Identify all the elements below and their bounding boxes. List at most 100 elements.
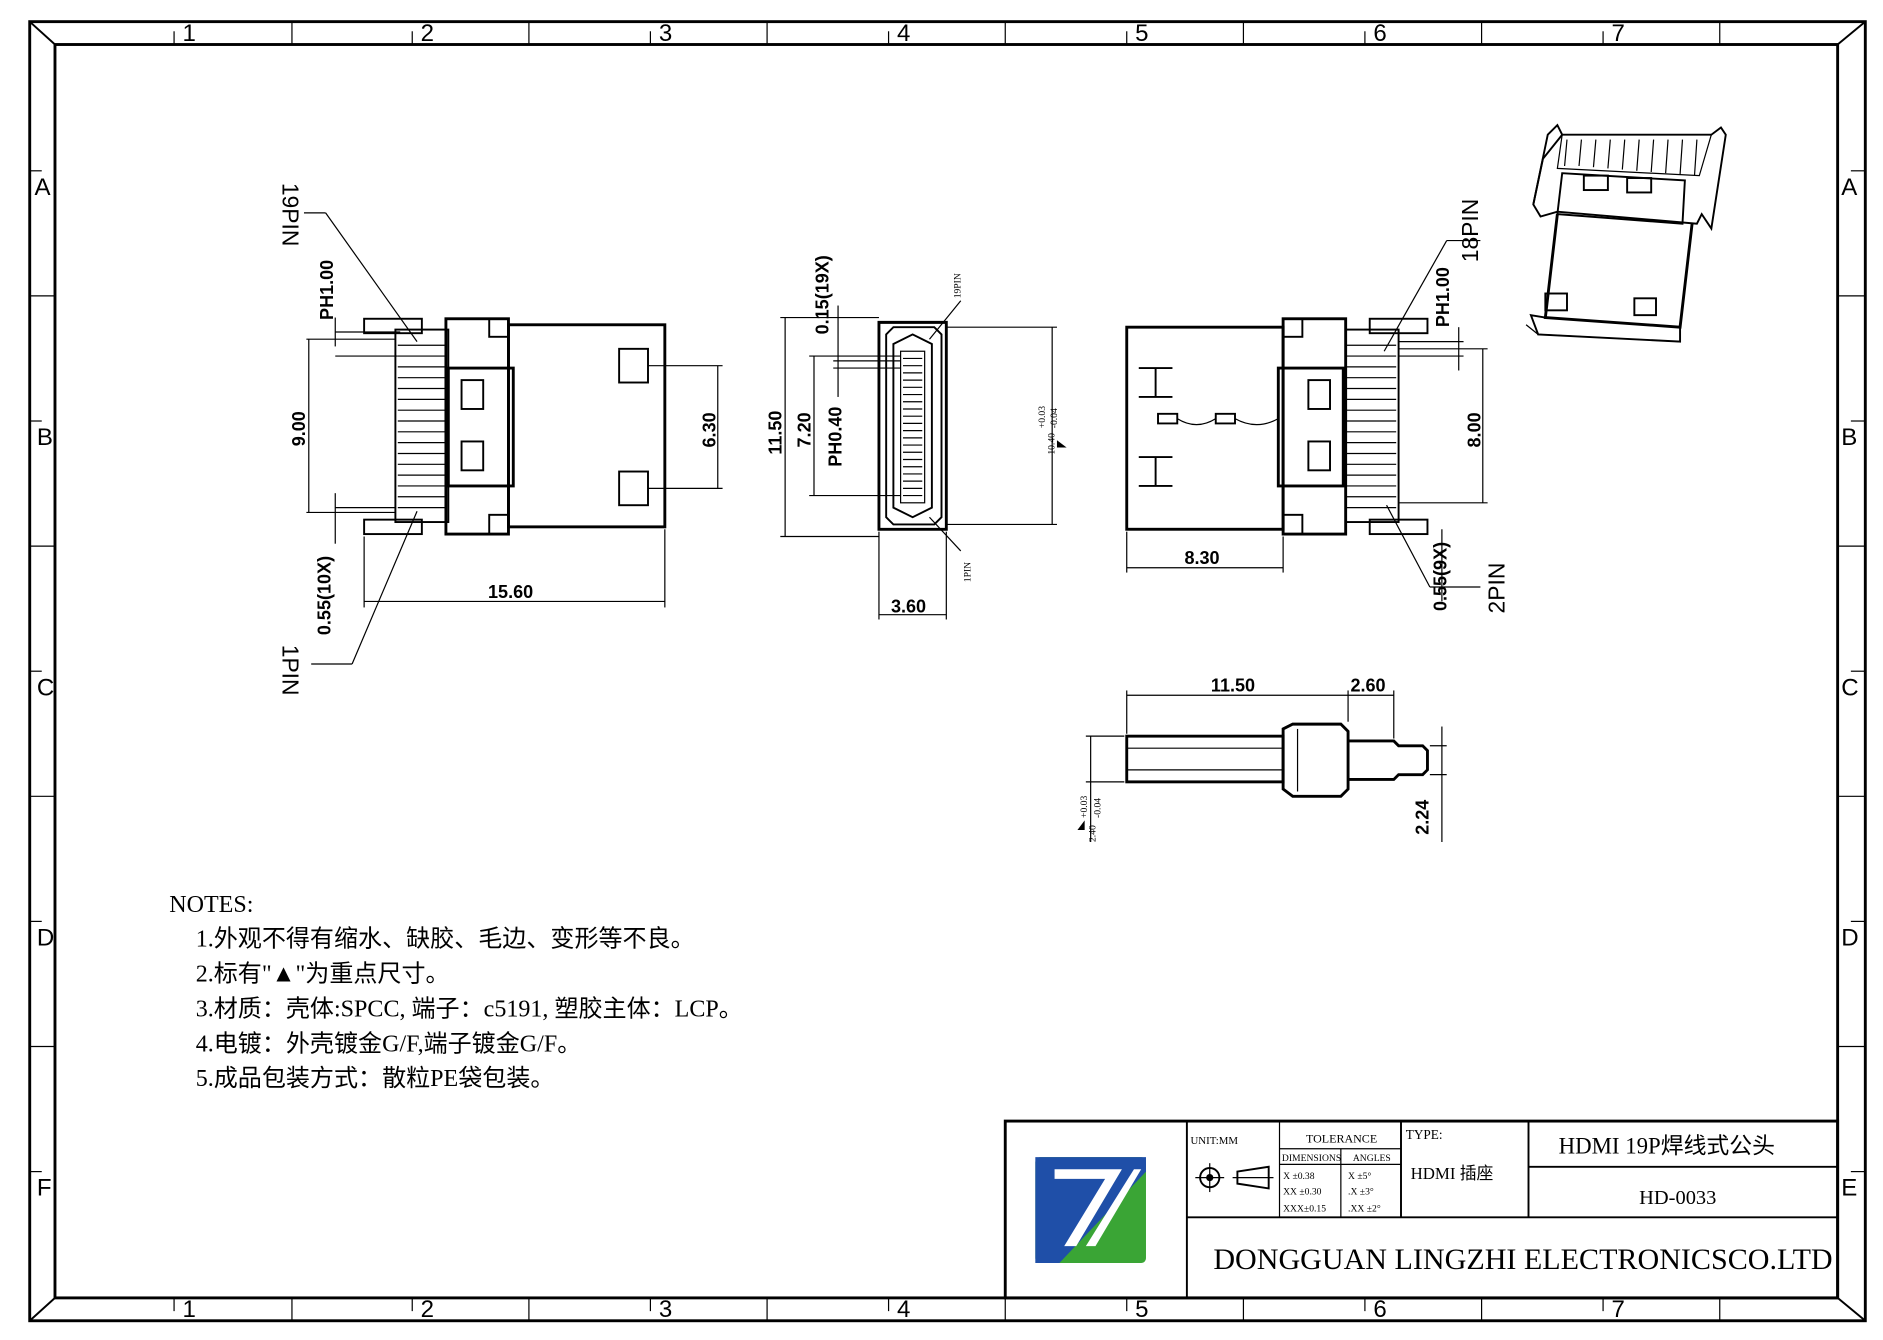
zone-col-6-bottom: 6 <box>1373 1296 1386 1323</box>
angles-label: ANGLES <box>1353 1153 1391 1164</box>
zone-row-d-right: D <box>1841 924 1858 951</box>
back-view: 18PIN 2PIN PH1.00 8.00 8.30 0.55(9X) <box>1125 199 1509 614</box>
side-key-dimension-triangle <box>1077 820 1085 830</box>
end-015-dimension: 0.15(19X) <box>812 255 832 334</box>
zone-col-2-bottom: 2 <box>421 1296 434 1323</box>
angle-dot-x: .X ±3° <box>1348 1186 1374 1197</box>
note-item-2: 2.标有"▲"为重点尺寸。 <box>196 961 450 988</box>
end-1150-dimension: 11.50 <box>766 411 786 455</box>
type-value: HDMI 插座 <box>1411 1164 1494 1183</box>
zone-col-2: 2 <box>421 20 434 47</box>
back-2pin-label: 2PIN <box>1483 563 1509 614</box>
front-055-dimension: 0.55(10X) <box>314 556 334 635</box>
back-view-outline <box>1125 317 1429 536</box>
tolerance-xx: XX ±0.30 <box>1283 1186 1322 1197</box>
back-view-pin-stripes <box>1345 344 1397 509</box>
angle-dot-xx: .XX ±2° <box>1348 1203 1381 1214</box>
end-19pin-label: 19PIN <box>953 273 964 298</box>
front-view-dimension-lines <box>303 212 723 665</box>
note-item-1: 1.外观不得有缩水、缺胶、毛边、变形等不良。 <box>196 926 695 953</box>
zone-labels-right: A B C D E <box>1841 174 1858 1202</box>
tolerance-x: X ±0.38 <box>1283 1171 1315 1182</box>
column-grid <box>173 21 1721 1321</box>
zone-labels-top: 1 2 3 4 5 6 7 <box>182 20 1624 47</box>
end-1040-tolerance-minus: -0.04 <box>1049 408 1060 428</box>
front-view: 19PIN 1PIN PH1.00 9.00 0.55(10X) 15.60 6… <box>277 183 723 696</box>
zone-row-b-right: B <box>1841 424 1857 451</box>
end-view-dimension-lines <box>780 300 1057 620</box>
dimensions-label: DIMENSIONS <box>1282 1153 1341 1164</box>
back-18pin-label: 18PIN <box>1457 199 1483 263</box>
back-800-dimension: 8.00 <box>1464 412 1484 447</box>
end-view-outline <box>877 320 948 531</box>
back-830-dimension: 8.30 <box>1184 548 1219 568</box>
note-item-3: 3.材质：壳体:SPCC, 端子：c5191, 塑胶主体：LCP。 <box>196 995 743 1022</box>
tolerance-title: TOLERANCE <box>1306 1132 1377 1146</box>
side-224-dimension: 2.24 <box>1413 800 1433 835</box>
company-name: DONGGUAN LINGZHI ELECTRONICSCO.LTD <box>1213 1242 1832 1276</box>
side-240-dimension: 2.40 <box>1087 825 1098 842</box>
front-19pin-label: 19PIN <box>277 183 303 247</box>
end-1040-tolerance-plus: +0.03 <box>1037 406 1048 428</box>
zone-col-3: 3 <box>659 20 672 47</box>
zone-col-1: 1 <box>182 20 195 47</box>
zone-col-4: 4 <box>897 20 910 47</box>
end-key-dimension-triangle <box>1056 440 1067 448</box>
notes-heading: NOTES: <box>169 892 253 918</box>
zone-row-b-left: B <box>37 424 53 451</box>
end-view-contacts <box>903 357 923 497</box>
front-ph-dimension: PH1.00 <box>317 260 337 320</box>
end-1040-dimension: 10.40 <box>1047 433 1058 455</box>
side-260-dimension: 2.60 <box>1350 676 1385 696</box>
note-item-4: 4.电镀：外壳镀金G/F,端子镀金G/F。 <box>196 1030 582 1057</box>
row-grid <box>29 170 1866 1173</box>
isometric-view <box>1525 123 1727 343</box>
zone-col-4-bottom: 4 <box>897 1296 910 1323</box>
zone-row-f-left: F <box>37 1175 52 1202</box>
note-item-5: 5.成品包装方式：散粒PE袋包装。 <box>196 1065 555 1092</box>
front-9-dimension: 9.00 <box>289 411 309 446</box>
zone-labels-left: A B C D F <box>35 174 55 1202</box>
side-240-tolerance-plus: +0.03 <box>1079 796 1090 818</box>
front-1560-dimension: 15.60 <box>488 582 533 602</box>
projection-symbol <box>1195 1163 1274 1193</box>
zone-col-1-bottom: 1 <box>182 1296 195 1323</box>
zone-row-e-right: E <box>1841 1175 1857 1202</box>
end-360-dimension: 3.60 <box>891 596 926 616</box>
zone-col-7: 7 <box>1612 20 1625 47</box>
notes-block: NOTES: 1.外观不得有缩水、缺胶、毛边、变形等不良。 2.标有"▲"为重点… <box>169 892 743 1092</box>
zone-row-c-right: C <box>1841 674 1858 701</box>
end-view: 0.15(19X) 11.50 7.20 PH0.40 10.40 +0.03 … <box>766 255 1067 620</box>
side-view-outline <box>1125 722 1429 798</box>
front-630-dimension: 6.30 <box>699 412 719 447</box>
side-view: 11.50 2.60 2.24 2.40 +0.03 -0.04 <box>1077 676 1447 843</box>
end-720-dimension: 7.20 <box>794 412 814 447</box>
back-view-dimension-lines <box>1126 239 1488 602</box>
zone-col-6: 6 <box>1373 20 1386 47</box>
side-view-dimension-lines <box>1085 690 1447 843</box>
title-block: UNIT:MM TOLERANCE DIMENSIONS ANGLES X ±0… <box>1003 1119 1840 1300</box>
zone-col-5: 5 <box>1135 20 1148 47</box>
back-055-dimension: 0.55(9X) <box>1431 542 1451 611</box>
tolerance-xxx: XXX±0.15 <box>1283 1203 1326 1214</box>
end-1pin-label: 1PIN <box>962 562 973 582</box>
front-view-pin-stripes <box>397 344 446 509</box>
side-240-tolerance-minus: -0.04 <box>1092 798 1103 818</box>
back-ph-dimension: PH1.00 <box>1433 267 1453 327</box>
zone-labels-bottom: 1 2 3 4 5 6 7 <box>182 1296 1624 1323</box>
type-label: TYPE: <box>1406 1127 1443 1142</box>
end-ph040-dimension: PH0.40 <box>826 407 846 467</box>
zone-row-c-left: C <box>37 674 54 701</box>
company-logo <box>1035 1157 1146 1264</box>
side-1150-dimension: 11.50 <box>1211 676 1255 696</box>
zone-col-7-bottom: 7 <box>1612 1296 1625 1323</box>
part-number: HD-0033 <box>1639 1187 1716 1209</box>
zone-row-d-left: D <box>37 924 54 951</box>
zone-row-a-right: A <box>1841 174 1857 201</box>
product-name: HDMI 19P焊线式公头 <box>1559 1134 1775 1159</box>
zone-col-5-bottom: 5 <box>1135 1296 1148 1323</box>
zone-row-a-left: A <box>35 174 51 201</box>
front-1pin-label: 1PIN <box>277 645 303 696</box>
zone-col-3-bottom: 3 <box>659 1296 672 1323</box>
